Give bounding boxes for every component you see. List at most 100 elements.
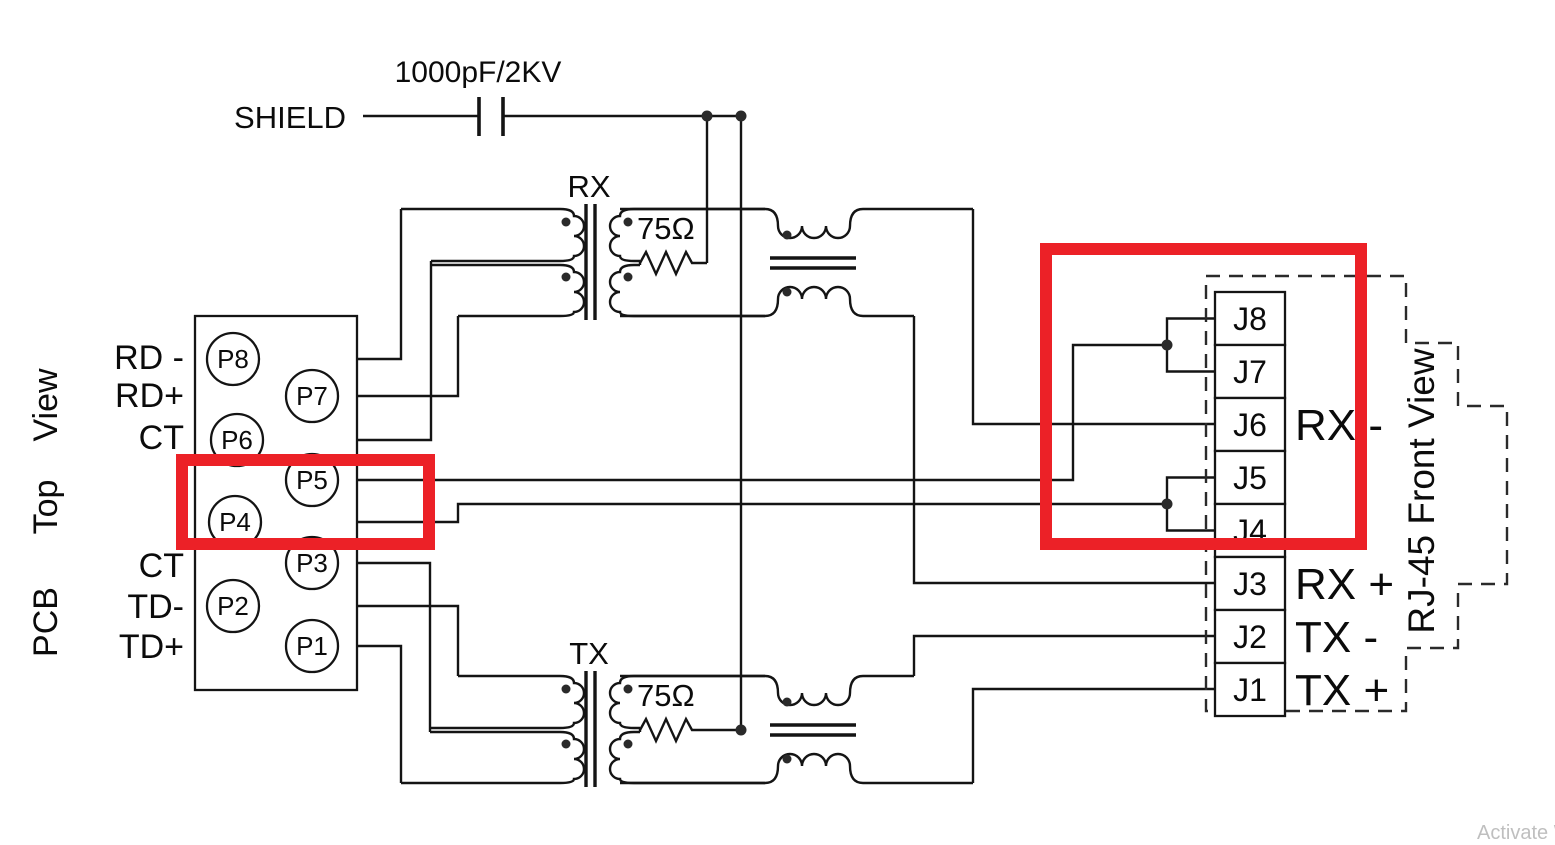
tx-winding-left-top [430,674,586,730]
wire-p5-to-j8-j7 [338,343,1167,482]
signal-label-rd-minus: RD - [114,339,184,377]
tx-winding-right-bottom [608,730,765,785]
jack-label: J1 [1233,672,1267,708]
rx-polarity-dot [561,217,571,227]
jack-label: J6 [1233,407,1267,443]
wire-p7-to-rx [338,316,460,398]
activate-watermark: Activate W [1477,822,1555,844]
junction-dots [701,110,1173,736]
tx-choke-polarity-dot [782,754,792,764]
jack-box [1213,449,1287,506]
signal-label-ct-top: CT [139,419,184,457]
rx-core [584,204,597,320]
wire-rx-choke-to-j6 [971,209,1215,426]
wire-tx-choke-to-j1 [971,687,1215,783]
rj45-outline [1204,274,1509,713]
shield-capacitor: 1000pF/2KV SHIELD [234,56,561,136]
rj45-view-label: RJ-45 Front View [1401,348,1442,633]
rj45-pin-j3: J3 [1213,555,1287,612]
pcb-pin-p2: P2 [205,578,261,634]
tx-core [584,671,597,787]
jack-label: J8 [1233,301,1267,337]
signal-label-tx-plus: TX + [1295,666,1389,715]
rj45-pin-j2: J2 [1213,608,1287,665]
wires [259,114,1215,783]
pcb-pin-p8: P8 [205,331,261,387]
pcb-pin-p4: P4 [207,494,263,550]
pcb-view-word-view: View [27,368,65,442]
signal-label-rx-minus: RX - [1295,401,1383,450]
jack-label: J2 [1233,619,1267,655]
wire-p3-to-tx-ct [338,561,432,732]
rx-transformer: RX 75Ω [401,169,765,320]
jack-label: J7 [1233,354,1267,390]
tx-choke-winding-bottom [620,752,973,785]
pin-label: P2 [217,591,249,621]
pin-circle [205,331,261,387]
pin-circle [284,618,340,674]
junction-dot [1161,498,1173,510]
pin-circle [284,368,340,424]
pcb-view-word-pcb: PCB [27,587,65,657]
wire-tx-choke-to-j2 [912,634,1215,676]
pin-label: P4 [219,507,251,537]
pcb-signal-labels: RD - RD+ CT CT TD- TD+ [114,339,184,666]
jack-box [1213,343,1287,400]
tx-transformer-label: TX [569,636,609,671]
tx-winding-right-top [608,674,765,730]
wire-p1-to-tx [338,644,403,783]
rx-choke-winding-top [620,207,973,240]
highlights [176,243,1367,550]
signal-label-tx-minus: TX - [1295,613,1378,662]
signal-label-ct-bottom: CT [139,547,184,585]
pcb-pin-p7: P7 [284,368,340,424]
rx-choke-core [770,256,856,270]
tx-choke [620,674,973,785]
pcb-view-word-top: Top [27,480,65,535]
rx-polarity-dot [623,217,633,227]
junction-dot [735,110,747,122]
highlight-box-j8-j4 [1040,243,1367,550]
tx-resistor-icon [638,716,741,744]
tx-polarity-dot [623,684,633,694]
jack-box [1213,555,1287,612]
rj45-pin-j7: J7 [1213,343,1287,400]
signal-label-rx-plus: RX + [1295,560,1394,609]
signal-label-td-plus: TD+ [119,628,184,666]
bracket-j8-j7 [1165,317,1215,373]
junction-dot [701,110,713,122]
pcb-pin-p1: P1 [284,618,340,674]
shield-label: SHIELD [234,100,346,135]
jack-label: J3 [1233,566,1267,602]
rx-winding-left-bottom [431,263,586,318]
tx-choke-polarity-dot [782,697,792,707]
rx-polarity-dot [561,272,571,282]
wire-rx-choke-to-j3 [912,316,1215,585]
rx-choke [620,207,973,318]
tx-choke-core [770,723,856,737]
pin-label: P5 [296,465,328,495]
pcb-pin-p5: P5 [284,452,340,508]
pin-circle [205,578,261,634]
signal-label-td-minus: TD- [127,588,184,626]
capacitor-plates-icon [477,97,505,136]
wire-p4-to-j5-j4 [261,502,1167,524]
rj45-pin-j6: J6 [1213,396,1287,453]
pin-label: P7 [296,381,328,411]
rj45-pin-j1: J1 [1213,661,1287,718]
jack-box [1213,661,1287,718]
rx-resistor-value-label: 75Ω [637,211,695,246]
rj45-signal-labels: RX - RX + TX - TX + [1295,401,1394,715]
tx-winding-left-bottom [401,730,586,785]
pin-label: P1 [296,631,328,661]
tx-polarity-dot [623,739,633,749]
rx-polarity-dot [623,272,633,282]
tx-resistor-value-label: 75Ω [637,678,695,713]
capacitor-value-label: 1000pF/2KV [395,56,562,89]
pin-label: P3 [296,548,328,578]
rx-choke-winding-bottom [620,285,914,318]
highlight-box-p5-p4 [176,454,435,550]
tx-polarity-dot [561,739,571,749]
rj45-pin-j8: J8 [1213,290,1287,347]
